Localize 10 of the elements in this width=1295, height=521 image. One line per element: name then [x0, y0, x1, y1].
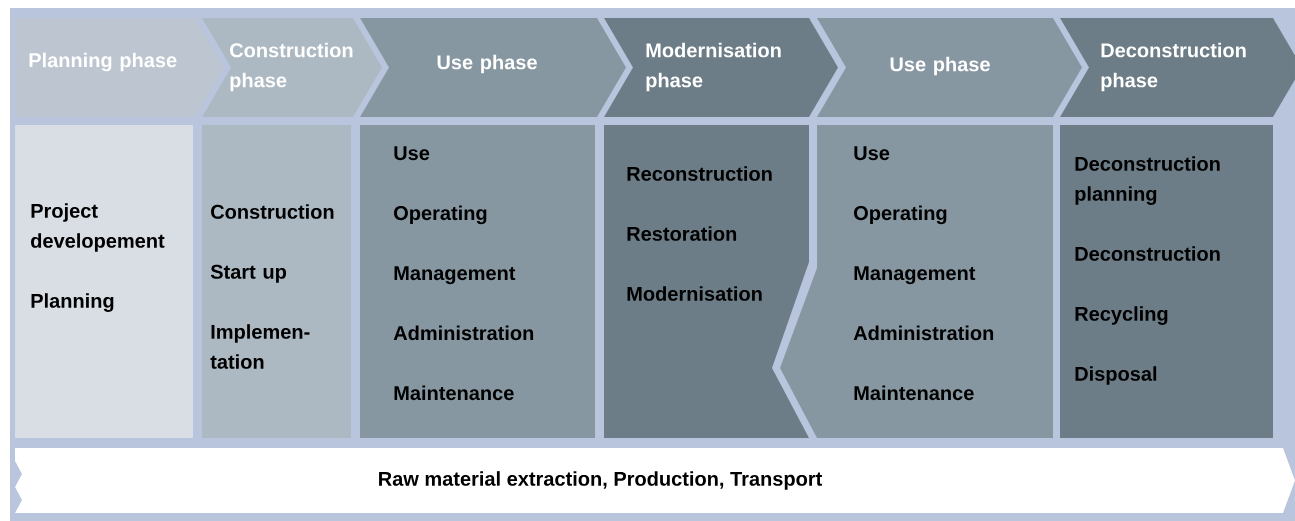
phase-header-box: Deconstruction phase [1060, 18, 1295, 117]
phase-header-box: Planning phase [15, 18, 224, 117]
activity-column: Use Operating Management Administration Maintenance [360, 125, 595, 438]
phase-header-box: Use phase [817, 18, 1082, 117]
activity-column: Project developement Planning [15, 125, 193, 438]
activity-column: Reconstruction Restoration Modernisation [604, 125, 809, 438]
phase-header-box: Construction phase [202, 18, 382, 117]
phase-header-box: Modernisation phase [604, 18, 838, 117]
activity-column: Deconstruction planning Deconstruction Recycling Disposal [1060, 125, 1273, 438]
activity-column: Construction Start up Implemen-tation [202, 125, 351, 438]
